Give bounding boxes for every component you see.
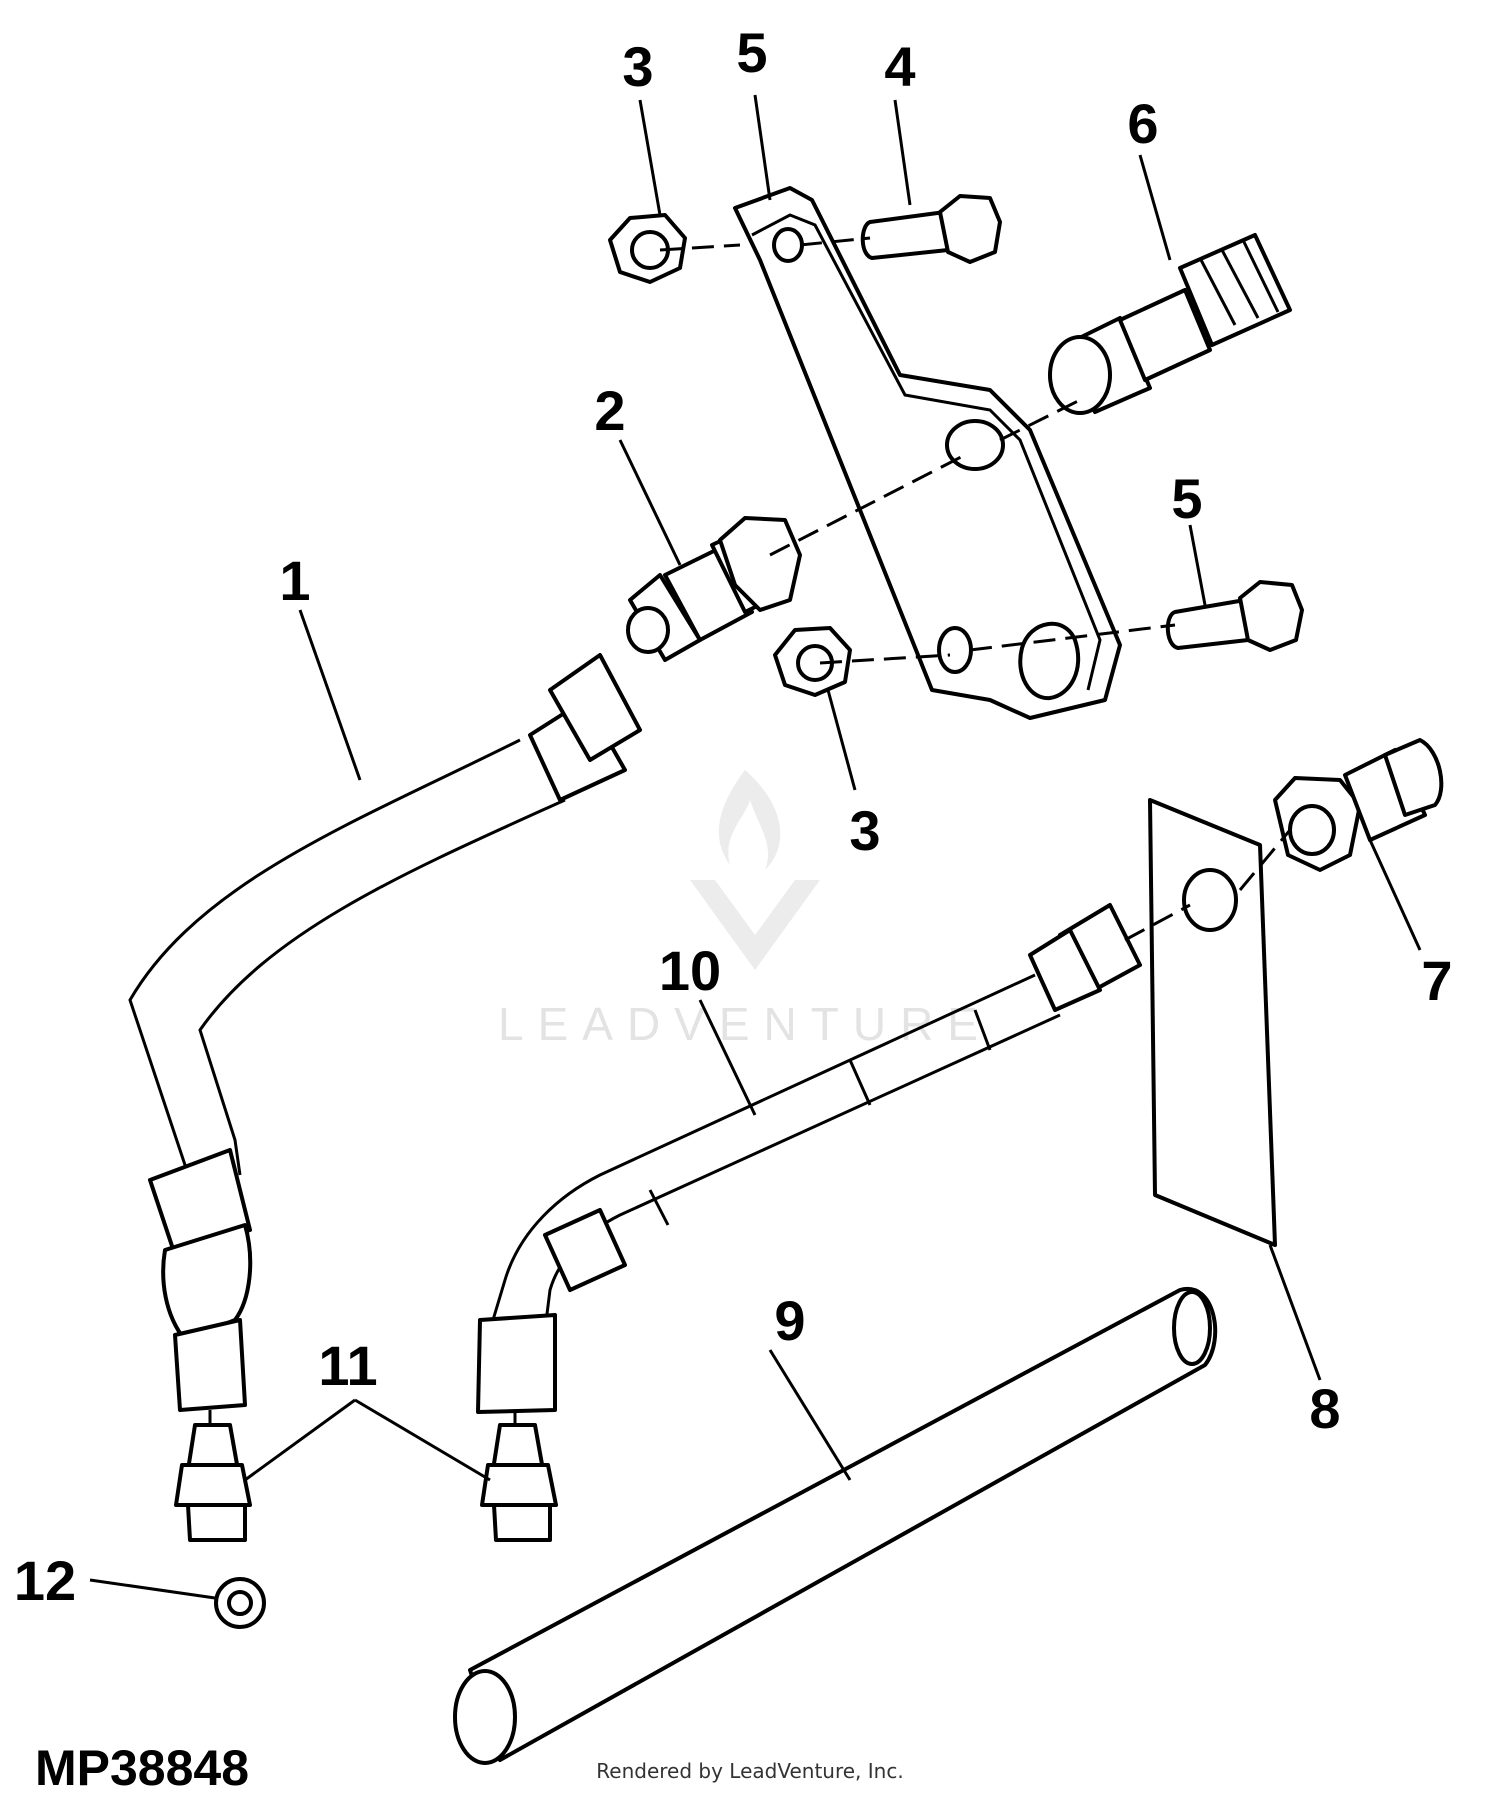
figure-id: MP38848 [35,1740,249,1796]
callout-10: 10 [659,939,721,1002]
quick-coupler [1048,233,1292,415]
bolt-upper [860,194,1002,264]
watermark-brand: LEADVENTURE [498,998,992,1050]
nut-upper [608,213,687,284]
flame-v-logo-icon [690,770,820,970]
credit-line: Rendered by LeadVenture, Inc. [596,1759,903,1783]
fitting [626,516,802,662]
callout-2: 2 [594,379,625,442]
hose-1 [128,653,642,1412]
callout-3-upper: 3 [622,35,653,98]
plate [1148,798,1277,1247]
callout-5-upper: 4 [884,35,915,98]
assembly-lines [208,236,1292,1425]
watermark: LEADVENTURE [498,770,992,1050]
callout-5-lower: 5 [1171,467,1202,530]
callout-4: 5 [736,21,767,84]
nut-lower [773,626,852,697]
small-nut [214,1577,266,1629]
callout-3-lower: 3 [849,799,880,862]
adapter-right [480,1423,558,1542]
callout-7: 7 [1421,949,1452,1012]
callouts: 3 5 4 6 2 1 5 3 7 8 9 10 11 12 [14,21,1453,1612]
adapter-left [174,1423,252,1542]
callout-11: 11 [318,1334,377,1397]
tube [453,1286,1218,1765]
leader-lines [89,94,1422,1600]
callout-9: 9 [774,1289,805,1352]
callout-8: 8 [1309,1377,1340,1440]
elbow-fitting [1273,738,1444,872]
callout-1: 1 [279,549,310,612]
callout-12: 12 [14,1549,76,1612]
bolt-lower [1165,580,1304,652]
hose-10 [476,903,1142,1414]
callout-6: 6 [1127,92,1158,155]
